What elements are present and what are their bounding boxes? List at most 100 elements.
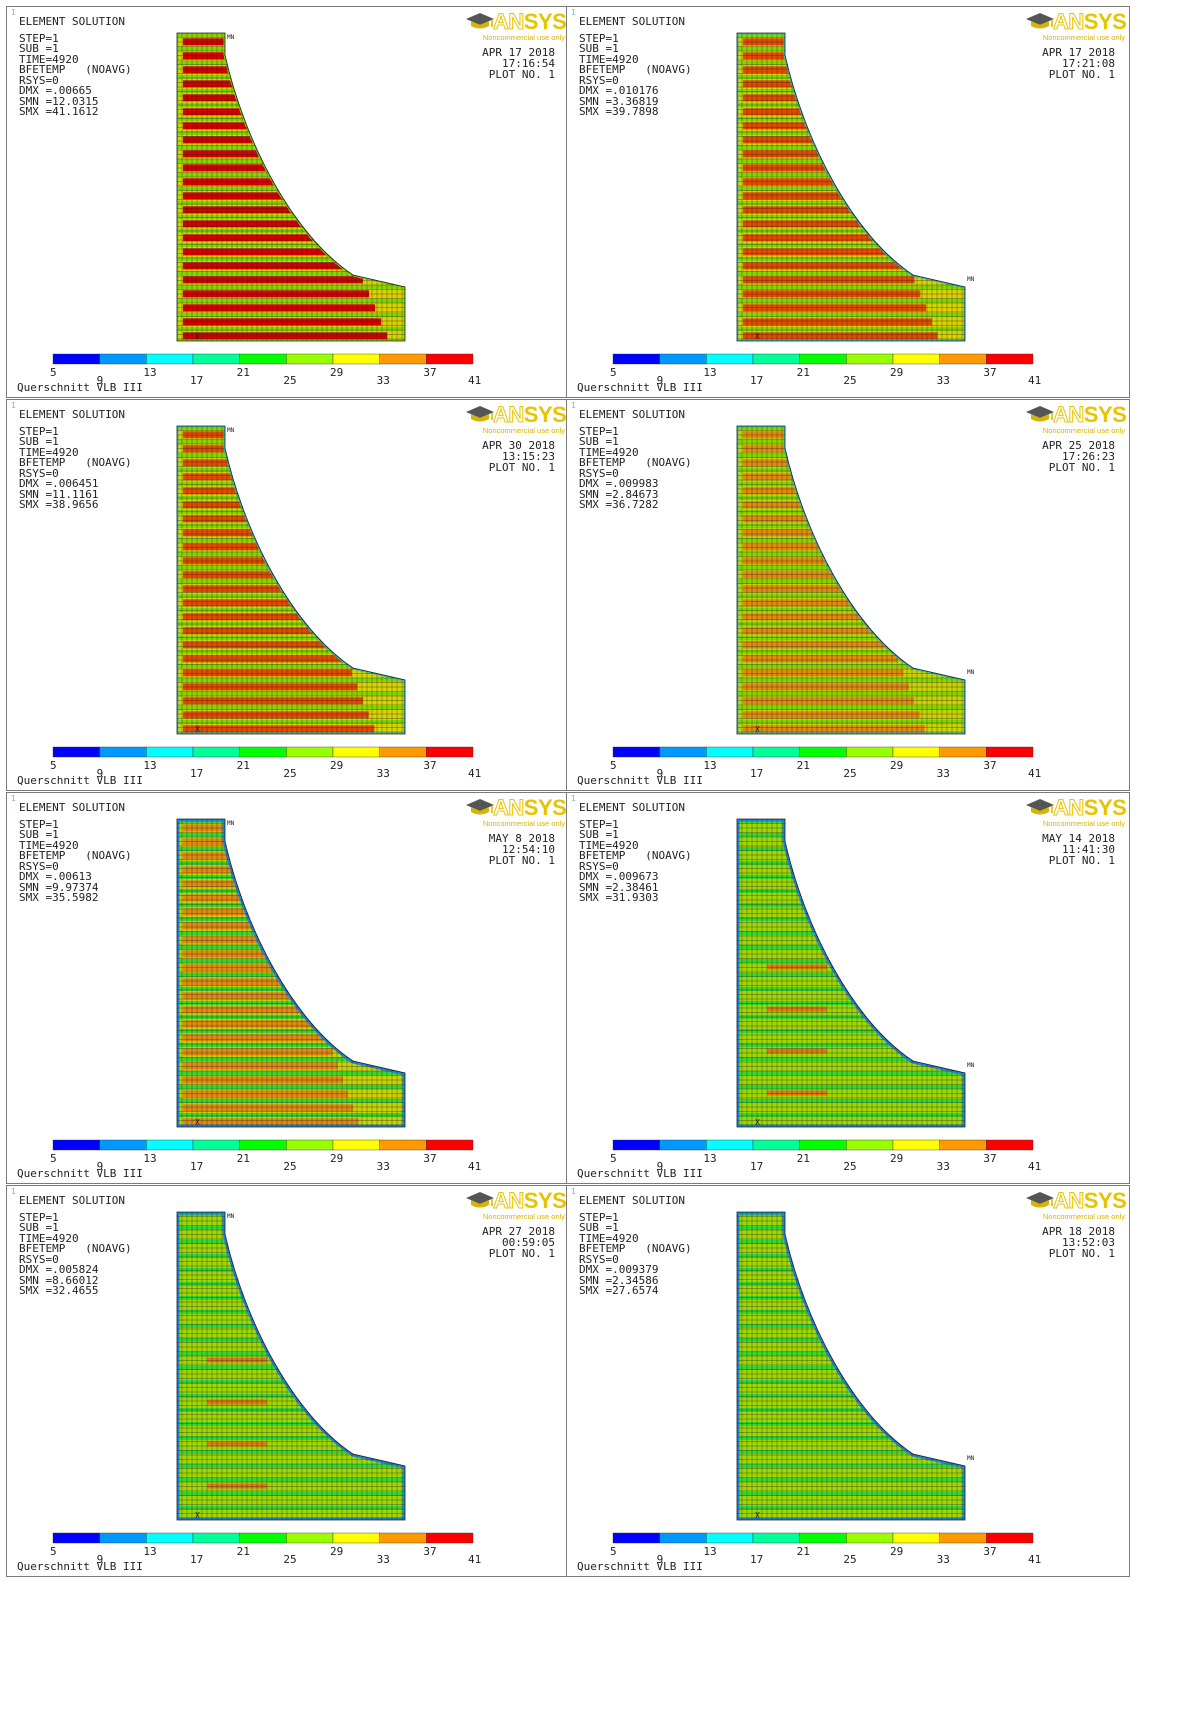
- legend-tick: 9: [656, 1553, 664, 1566]
- info-line: SMX =39.7898: [579, 105, 659, 118]
- legend-tick: 25: [843, 374, 857, 387]
- legend-swatch: [239, 1532, 287, 1544]
- legend-swatch: [612, 746, 660, 758]
- legend-tick: 29: [330, 1545, 344, 1558]
- dam-outline: [736, 425, 966, 735]
- ansys-logo: ANSYS Noncommercial use only: [463, 9, 567, 43]
- legend-tick: 9: [656, 374, 664, 387]
- info-line: SMN =9.97374: [19, 880, 99, 894]
- legend-tick: 41: [1028, 767, 1042, 780]
- min-marker: MN: [967, 669, 975, 676]
- legend-tick: 29: [890, 759, 904, 772]
- info-line: SUB =1: [579, 42, 619, 55]
- legend-swatch: [379, 353, 427, 365]
- legend-tick: 33: [376, 374, 390, 387]
- noncommercial-note: Noncommercial use only: [1042, 33, 1125, 42]
- legend-swatch: [612, 1532, 660, 1544]
- plot-caption: Querschnitt VLB III: [577, 774, 703, 787]
- plot-number: PLOT NO. 1: [488, 461, 555, 474]
- legend-tick: 13: [703, 1545, 717, 1558]
- info-line: STEP=1: [579, 424, 619, 438]
- info-line: BFETEMP (NOAVG): [579, 63, 692, 76]
- plot-date: APR 18 2018: [1042, 1225, 1115, 1238]
- legend-tick: 5: [50, 1152, 57, 1165]
- ansys-wordmark: ANSYS: [493, 1188, 567, 1214]
- graduation-cap-icon: [466, 406, 494, 422]
- legend-swatch: [846, 1532, 894, 1544]
- legend-tick: 37: [983, 366, 997, 379]
- min-marker: MN: [967, 1455, 975, 1462]
- plot-date: APR 27 2018: [482, 1225, 555, 1238]
- info-line: SUB =1: [579, 435, 619, 448]
- noncommercial-note: Noncommercial use only: [482, 819, 565, 828]
- info-line: BFETEMP (NOAVG): [19, 456, 132, 469]
- legend-tick: 37: [423, 366, 437, 379]
- legend-tick: 13: [143, 1152, 157, 1165]
- legend-tick: 13: [143, 759, 157, 772]
- legend-swatch: [939, 353, 987, 365]
- legend-swatch: [192, 353, 240, 365]
- legend-swatch: [332, 1139, 380, 1151]
- timestamp: APR 27 2018 00:59:05 PLOT NO. 1: [482, 1226, 555, 1259]
- legend-tick: 5: [50, 759, 57, 772]
- origin-marker: X: [755, 725, 760, 734]
- legend-swatch: [239, 353, 287, 365]
- plot-time: 13:52:03: [1062, 1236, 1115, 1249]
- info-line: DMX =.009673: [579, 870, 659, 883]
- info-line: DMX =.00613: [19, 870, 92, 883]
- info-line: SUB =1: [579, 1221, 619, 1234]
- legend-swatch: [192, 1532, 240, 1544]
- min-marker: MN: [227, 34, 235, 41]
- legend-tick: 5: [50, 1545, 57, 1558]
- graduation-cap-icon: [1026, 406, 1054, 422]
- legend-tick: 17: [190, 374, 204, 387]
- info-line: SMN =2.84673: [579, 487, 659, 501]
- legend-tick: 41: [468, 767, 482, 780]
- info-line: TIME=4920: [19, 445, 79, 459]
- legend-tick: 25: [283, 1553, 297, 1566]
- legend-swatch: [99, 746, 147, 758]
- info-line: SUB =1: [19, 1221, 59, 1234]
- window-number: 1: [11, 8, 16, 17]
- info-line: SMX =41.1612: [19, 105, 99, 118]
- info-line: TIME=4920: [19, 52, 79, 66]
- noncommercial-note: Noncommercial use only: [482, 33, 565, 42]
- contour-plot: MNX: [52, 32, 474, 365]
- contour-plot: MNX: [612, 1211, 1034, 1544]
- legend-swatch: [846, 746, 894, 758]
- legend-tick: 25: [843, 1553, 857, 1566]
- plot-caption: Querschnitt VLB III: [17, 1560, 143, 1573]
- legend-swatch: [799, 746, 847, 758]
- legend-tick: 9: [96, 1160, 104, 1173]
- plot-time: 12:54:10: [502, 843, 555, 856]
- legend-tick: 33: [936, 1553, 950, 1566]
- legend-swatch: [752, 353, 800, 365]
- legend-swatch: [892, 746, 940, 758]
- window-number: 1: [571, 8, 576, 17]
- info-line: BFETEMP (NOAVG): [19, 1242, 132, 1255]
- info-line: STEP=1: [579, 817, 619, 831]
- plot-number: PLOT NO. 1: [1048, 461, 1115, 474]
- plot-caption: Querschnitt VLB III: [577, 381, 703, 394]
- legend-swatch: [426, 353, 474, 365]
- ansys-wordmark: ANSYS: [493, 9, 567, 35]
- legend-swatch: [752, 1532, 800, 1544]
- legend-swatch: [52, 353, 100, 365]
- plot-number: PLOT NO. 1: [1048, 854, 1115, 867]
- legend-tick: 33: [376, 1553, 390, 1566]
- legend-swatch: [939, 746, 987, 758]
- info-line: ELEMENT SOLUTION: [579, 1194, 685, 1207]
- legend-tick: 5: [610, 1545, 617, 1558]
- info-line: RSYS=0: [579, 1252, 619, 1266]
- legend-tick: 21: [236, 1152, 250, 1165]
- legend-swatch: [612, 353, 660, 365]
- legend-tick: 13: [143, 1545, 157, 1558]
- legend-swatch: [706, 746, 754, 758]
- plot-number: PLOT NO. 1: [1048, 1247, 1115, 1260]
- window-number: 1: [11, 401, 16, 410]
- legend-tick: 29: [330, 1152, 344, 1165]
- plot-date: MAY 14 2018: [1042, 832, 1115, 845]
- legend-swatch: [146, 1139, 194, 1151]
